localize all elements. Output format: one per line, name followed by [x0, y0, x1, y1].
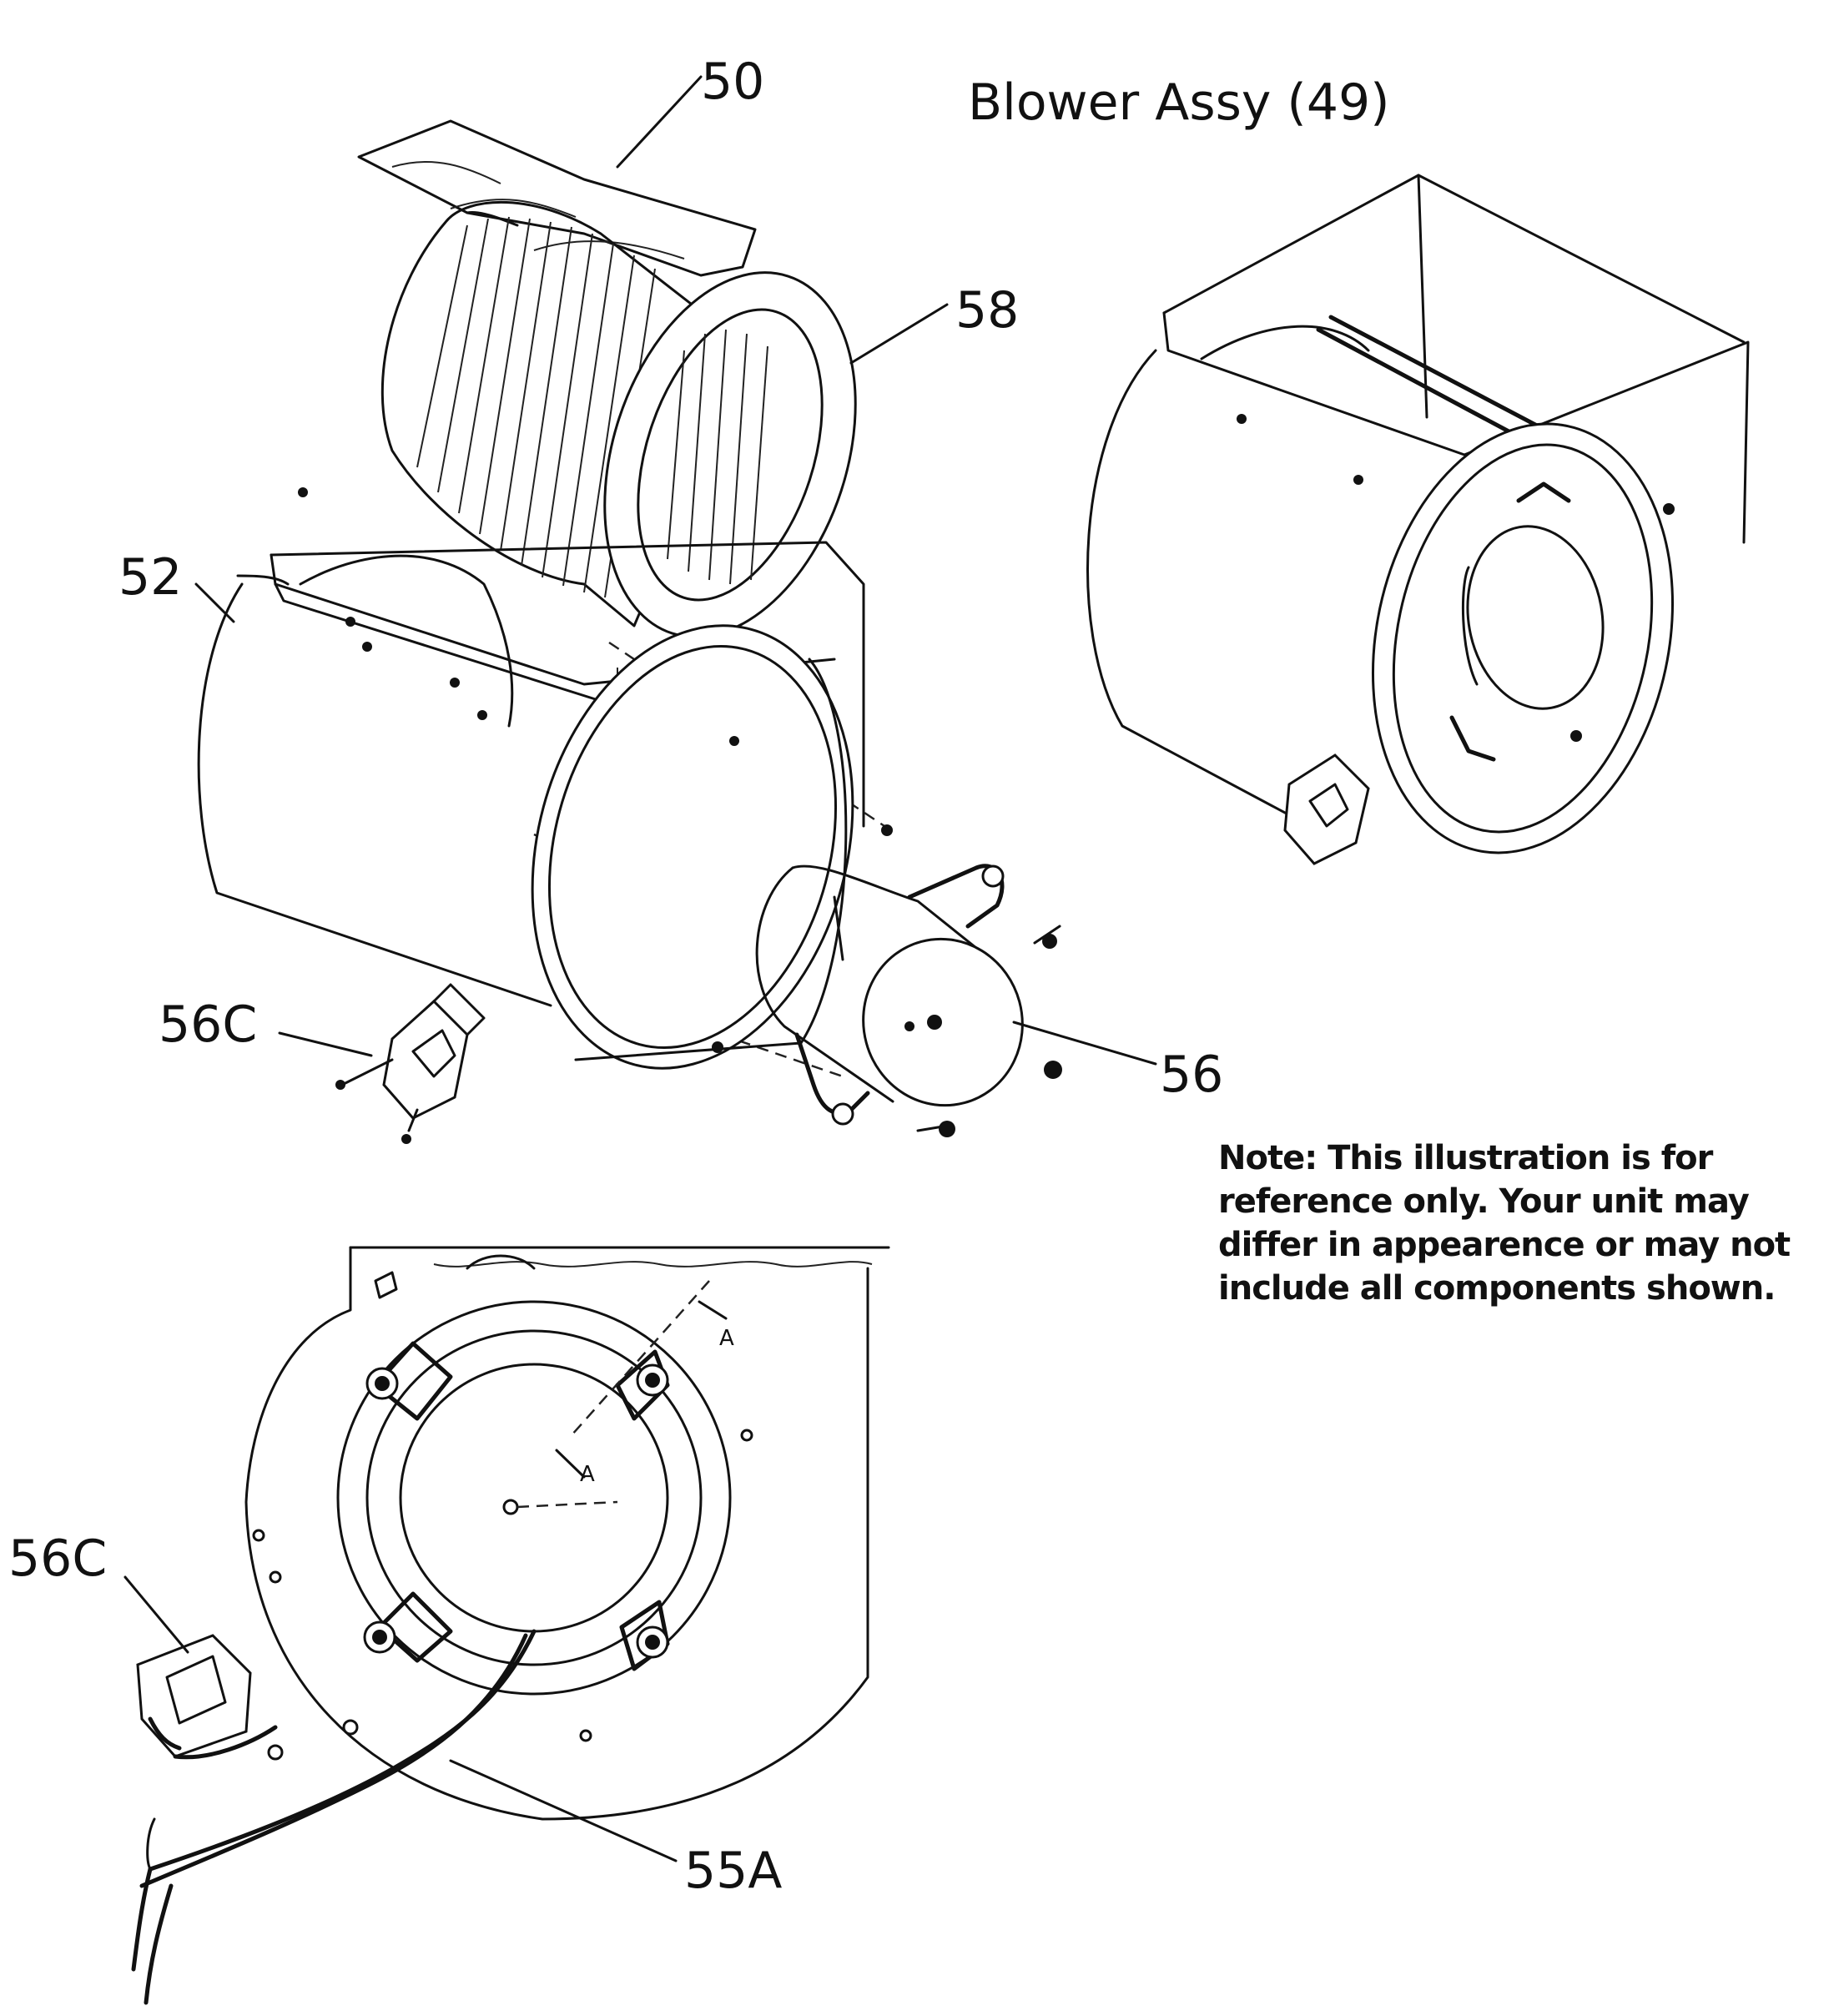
cutoff-plate-50	[357, 119, 757, 277]
section-marker-a-top: A	[719, 1326, 734, 1351]
leader-lines	[123, 75, 1157, 1862]
front-view: A A	[131, 1246, 890, 2005]
blower-housing-52	[197, 487, 893, 1078]
callout-labels: 50 58 52 56C 56 56C 55A	[8, 53, 1223, 1900]
callout-58: 58	[955, 281, 1019, 340]
leader-55a	[449, 1759, 678, 1862]
assembled-view	[1086, 174, 1750, 865]
callout-52: 52	[118, 548, 182, 607]
callout-50: 50	[701, 53, 764, 111]
exploded-view	[197, 119, 1062, 1144]
leader-56c-top	[278, 1031, 373, 1057]
leader-52	[194, 582, 235, 623]
section-marker-a-bottom: A	[580, 1462, 595, 1487]
callout-56c-bottom: 56C	[8, 1530, 107, 1588]
diagram-title: Blower Assy (49)	[968, 73, 1390, 132]
callout-56c-top: 56C	[159, 995, 257, 1054]
leader-56	[1012, 1021, 1157, 1066]
reference-note: Note: This illustration is for reference…	[1218, 1139, 1791, 1308]
leader-58	[849, 303, 949, 365]
blower-wheel-58	[380, 200, 857, 638]
capacitor-56c-exploded	[335, 983, 486, 1144]
leader-50	[616, 75, 703, 169]
motor-56	[755, 864, 1062, 1137]
callout-55a: 55A	[684, 1842, 782, 1900]
callout-56: 56	[1160, 1046, 1223, 1104]
leader-56c-bottom	[123, 1575, 189, 1654]
